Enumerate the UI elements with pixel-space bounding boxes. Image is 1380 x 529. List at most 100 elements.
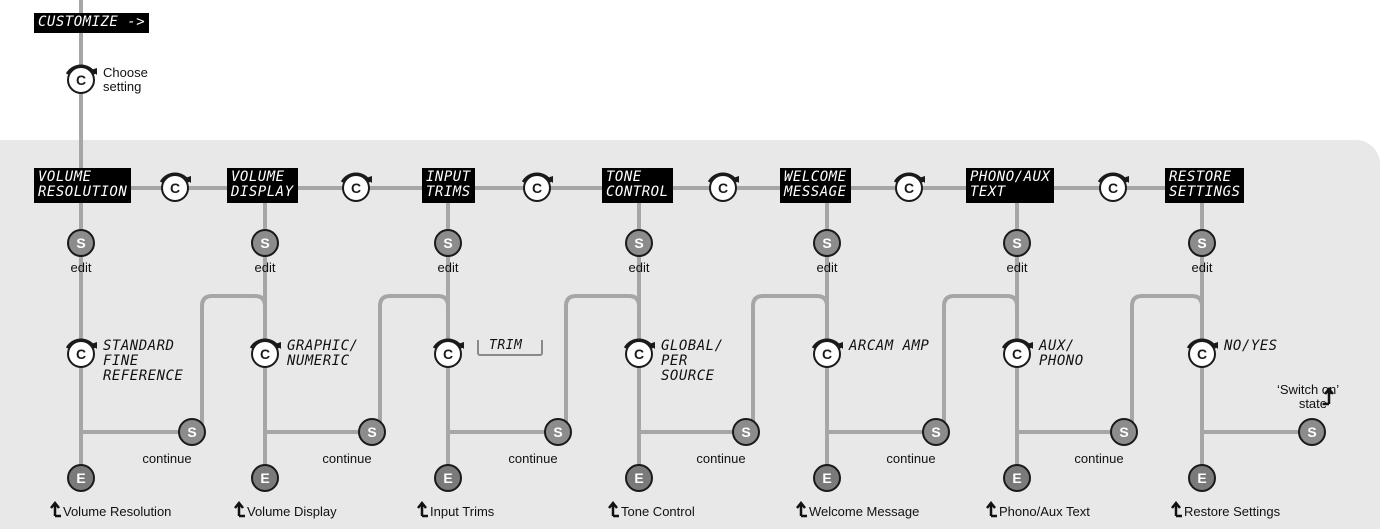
continue-button-6[interactable]: S: [1298, 418, 1326, 446]
edit-button-0[interactable]: S: [67, 229, 95, 257]
option-text: SOURCE: [661, 368, 715, 384]
next-setting-knob-0-letter: C: [170, 180, 180, 196]
exit-button-0-shape: [67, 464, 95, 492]
option-text: NO/YES: [1224, 338, 1278, 354]
continue-button-1[interactable]: S: [358, 418, 386, 446]
option-knob-4[interactable]: C: [811, 338, 843, 368]
continue-button-5[interactable]: S: [1110, 418, 1138, 446]
option-knob-2-letter: C: [443, 346, 453, 362]
edit-button-2[interactable]: S: [434, 229, 462, 257]
edit-button-3[interactable]: S: [625, 229, 653, 257]
edit-button-6-shape: [1188, 229, 1216, 257]
setting-display-line: TEXT: [970, 184, 1006, 200]
exit-button-5[interactable]: E: [1003, 464, 1031, 492]
exit-button-0[interactable]: E: [67, 464, 95, 492]
continue-button-2-shape: [544, 418, 572, 446]
exit-button-4-shape: [813, 464, 841, 492]
option-knob-3[interactable]: C: [623, 338, 655, 368]
next-setting-knob-0[interactable]: C: [159, 172, 191, 202]
option-knob-1[interactable]: C: [249, 338, 281, 368]
continue-label-5: continue: [1074, 451, 1123, 466]
exit-button-1[interactable]: E: [251, 464, 279, 492]
option-knob-2[interactable]: C: [432, 338, 464, 368]
option-knob-6-shape: [1188, 340, 1216, 368]
next-setting-knob-3-letter: C: [718, 180, 728, 196]
loopback-line-2: [564, 294, 641, 433]
next-setting-knob-2-shape: [523, 174, 551, 202]
continue-button-0[interactable]: S: [178, 418, 206, 446]
option-knob-2-shape: [434, 340, 462, 368]
next-setting-knob-3[interactable]: C: [707, 172, 739, 202]
choose-setting-knob-arrow-icon: [91, 68, 97, 75]
exit-label-3: Tone Control: [621, 504, 695, 519]
continue-button-3[interactable]: S: [732, 418, 760, 446]
continue-button-0-shape: [178, 418, 206, 446]
option-knob-3-letter: C: [634, 346, 644, 362]
edit-button-4[interactable]: S: [813, 229, 841, 257]
next-setting-knob-5[interactable]: C: [1097, 172, 1129, 202]
option-knob-5-arrow-icon: [1027, 342, 1033, 349]
edit-button-3-letter: S: [634, 235, 643, 251]
continue-button-2[interactable]: S: [544, 418, 572, 446]
exit-button-2[interactable]: E: [434, 464, 462, 492]
edit-label-4: edit: [817, 260, 838, 275]
exit-button-6-shape: [1188, 464, 1216, 492]
option-knob-5[interactable]: C: [1001, 338, 1033, 368]
next-setting-knob-4[interactable]: C: [893, 172, 925, 202]
option-knob-4-shape: [813, 340, 841, 368]
next-setting-knob-5-letter: C: [1108, 180, 1118, 196]
choose-setting-knob[interactable]: C: [65, 64, 97, 94]
next-setting-knob-2[interactable]: C: [521, 172, 553, 202]
option-knob-6[interactable]: C: [1186, 338, 1218, 368]
continue-button-2-letter: S: [553, 424, 562, 440]
edit-button-0-shape: [67, 229, 95, 257]
edit-button-5[interactable]: S: [1003, 229, 1031, 257]
setting-display-line: MESSAGE: [784, 184, 847, 200]
option-text: AUX/: [1039, 338, 1075, 354]
customize-text: CUSTOMIZE ->: [38, 14, 146, 30]
edit-label-1: edit: [255, 260, 276, 275]
exit-button-4-letter: E: [822, 470, 831, 486]
edit-button-6[interactable]: S: [1188, 229, 1216, 257]
edit-label-5: edit: [1007, 260, 1028, 275]
edit-button-1[interactable]: S: [251, 229, 279, 257]
continue-button-3-letter: S: [741, 424, 750, 440]
exit-button-5-letter: E: [1012, 470, 1021, 486]
edit-button-5-shape: [1003, 229, 1031, 257]
continue-button-1-shape: [358, 418, 386, 446]
exit-button-1-shape: [251, 464, 279, 492]
loopback-line-5: [1130, 294, 1204, 433]
edit-button-1-shape: [251, 229, 279, 257]
exit-button-6-letter: E: [1197, 470, 1206, 486]
option-knob-5-letter: C: [1012, 346, 1022, 362]
setting-display-line: RESTORE: [1169, 169, 1232, 185]
setting-display-line: PHONO/AUX: [970, 169, 1051, 185]
continue-button-3-shape: [732, 418, 760, 446]
continue-button-4[interactable]: S: [922, 418, 950, 446]
option-text: GLOBAL/: [661, 338, 724, 354]
exit-button-4[interactable]: E: [813, 464, 841, 492]
exit-label-4: Welcome Message: [809, 504, 919, 519]
next-setting-knob-1[interactable]: C: [340, 172, 372, 202]
option-knob-0[interactable]: C: [65, 338, 97, 368]
option-knob-0-shape: [67, 340, 95, 368]
next-setting-knob-1-shape: [342, 174, 370, 202]
option-text: NUMERIC: [287, 353, 350, 369]
next-setting-knob-4-arrow-icon: [919, 176, 925, 183]
setting-display-line: INPUT: [426, 169, 471, 185]
option-text: FINE: [103, 353, 139, 369]
setting-display-line: WELCOME: [784, 169, 847, 185]
option-knob-0-arrow-icon: [91, 342, 97, 349]
option-list-4: ARCAM AMP: [849, 339, 929, 354]
back-arrow-icon-1: [234, 500, 245, 518]
continue-label-4: continue: [886, 451, 935, 466]
exit-button-6[interactable]: E: [1188, 464, 1216, 492]
continue-label-0: continue: [142, 451, 191, 466]
setting-display-line: CONTROL: [606, 184, 669, 200]
exit-button-3[interactable]: E: [625, 464, 653, 492]
exit-label-5: Phono/Aux Text: [999, 504, 1090, 519]
